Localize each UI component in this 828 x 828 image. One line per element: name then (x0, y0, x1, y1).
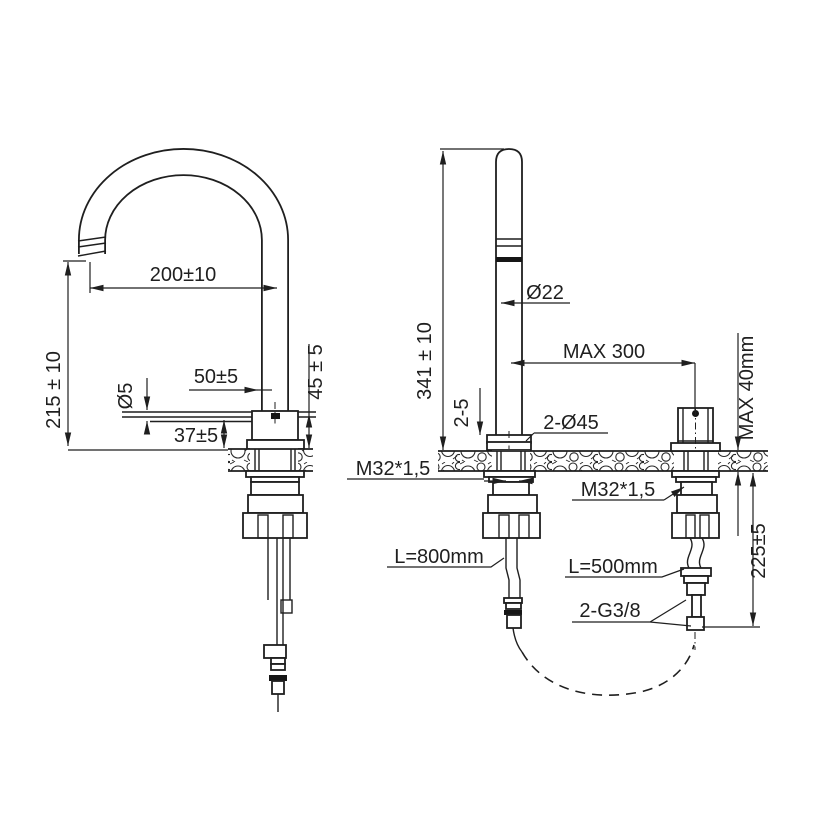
front-view-dimensions: 341 ± 10 Ø22 MAX 300 MAX 40mm 2-5 2-Ø45 … (347, 148, 770, 628)
dim-spout-total-height: 341 ± 10 (414, 322, 436, 400)
front-view: 341 ± 10 Ø22 MAX 300 MAX 40mm 2-5 2-Ø45 … (347, 148, 770, 696)
mounting-nut-mid (482, 470, 541, 539)
dim-lever-height: 37±5 (174, 425, 218, 447)
countertop-left (228, 448, 313, 472)
lever-rod (122, 411, 316, 423)
spray-hose-left (263, 538, 293, 712)
flexible-hose-loop (521, 644, 695, 696)
connecting-hose-valve (680, 537, 712, 650)
dim-under-deck-clearance: 225±5 (748, 523, 770, 578)
base-flange (246, 439, 305, 450)
dim-hose-connections: 2-G3/8 (579, 600, 640, 622)
dim-deck-clearance: 2-5 (451, 399, 473, 428)
mounting-nut-valve (671, 470, 720, 539)
dim-spray-hose-length: L=800mm (394, 546, 484, 568)
dim-lever-length: 50±5 (194, 366, 238, 388)
side-view: 200±10 215 ± 10 Ø5 50±5 37±5 45 ± 5 (43, 148, 327, 712)
side-view-dimensions: 200±10 215 ± 10 Ø5 50±5 37±5 45 ± 5 (43, 260, 327, 451)
dim-spout-reach: 200±10 (150, 264, 217, 286)
aerator-rings (77, 236, 107, 248)
valve-shank-through-deck (683, 451, 709, 471)
dim-spout-diameter: Ø22 (526, 282, 564, 304)
valve-body (670, 407, 721, 452)
dim-lever-diameter: Ø5 (115, 383, 137, 410)
dim-valve-thread: M32*1,5 (581, 479, 656, 501)
spout-outlet-face (77, 250, 107, 257)
dim-max-spread: MAX 300 (563, 341, 645, 363)
dim-body-height: 45 ± 5 (305, 344, 327, 399)
dim-mounting-holes: 2-Ø45 (543, 412, 599, 434)
spout-column (486, 148, 532, 451)
spray-hose-mid (503, 538, 523, 653)
faucet-body (246, 402, 305, 450)
countertop-right (438, 450, 768, 473)
dim-height-above-deck: 215 ± 10 (43, 351, 65, 429)
spout-shank-through-deck (496, 451, 526, 471)
mounting-nut-left (242, 470, 308, 539)
shank-through-deck (254, 449, 296, 471)
dim-spout-thread: M32*1,5 (356, 458, 431, 480)
gooseneck-spout (77, 148, 289, 413)
dim-max-deck-thickness: MAX 40mm (736, 336, 758, 440)
dim-connecting-hose-length: L=500mm (568, 556, 658, 578)
